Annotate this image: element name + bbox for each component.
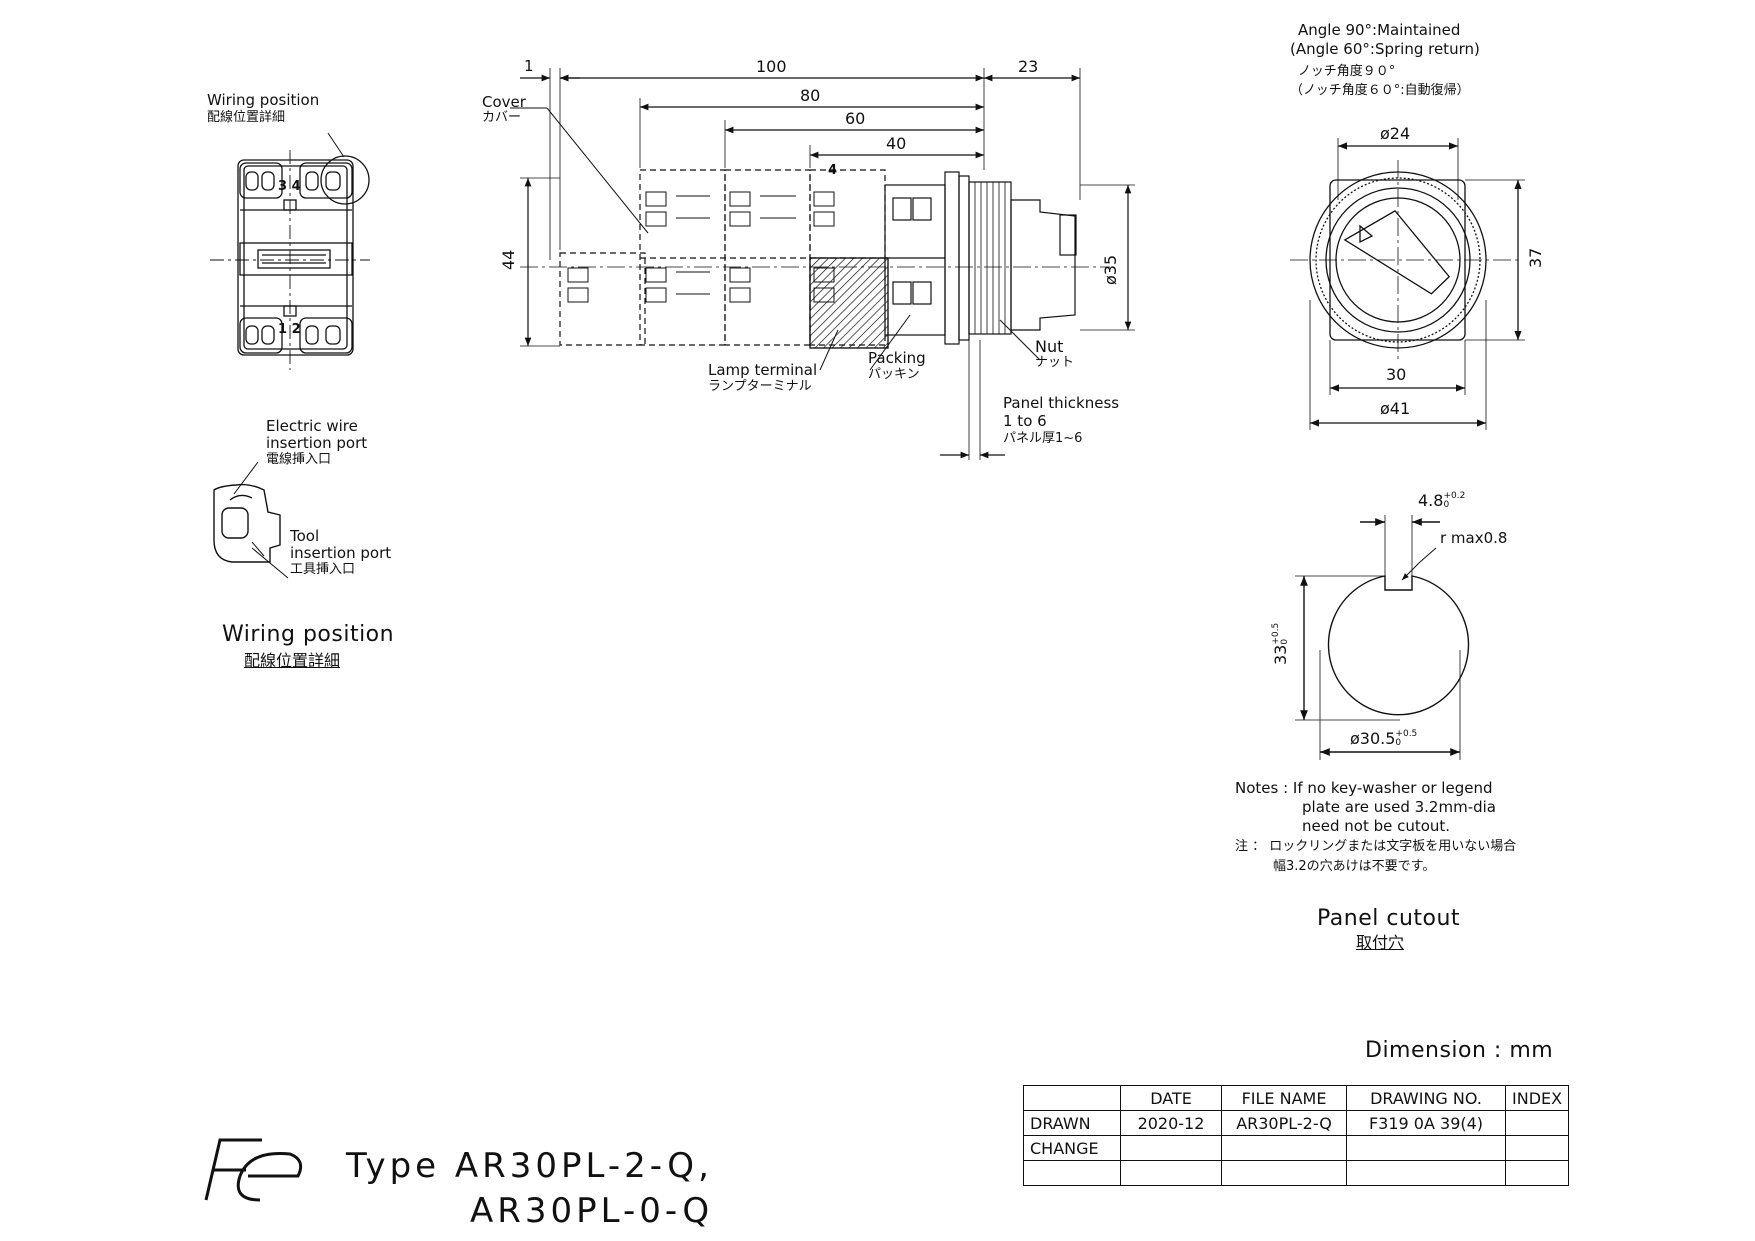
terminal-label-bottom: 1 2	[278, 322, 301, 337]
dim-1: 1	[524, 57, 534, 75]
note-en-3: need not be cutout.	[1302, 817, 1451, 835]
electric-wire-label-jp: 電線挿入口	[266, 452, 332, 467]
angle-label-jp-2: （ノッチ角度６０°:自動復帰）	[1290, 83, 1470, 98]
dim-40: 40	[886, 134, 907, 153]
row-file-name	[1221, 1135, 1347, 1161]
row-date	[1120, 1135, 1222, 1161]
header-cell	[1023, 1085, 1121, 1111]
dim-37: 37	[1526, 247, 1545, 268]
dim-23: 23	[1018, 57, 1039, 76]
row-label: CHANGE	[1023, 1135, 1121, 1161]
packing-label-en: Packing	[868, 349, 926, 367]
cover-label-en: Cover	[482, 93, 526, 111]
wiring-caption-en: Wiring position	[222, 622, 395, 647]
title-block: DATE FILE NAME DRAWING NO. INDEX DRAWN 2…	[1023, 1085, 1570, 1186]
dim-80: 80	[800, 86, 821, 105]
dim-d41: ø41	[1380, 399, 1411, 418]
header-date: DATE	[1120, 1085, 1222, 1111]
fe-logo	[204, 1138, 303, 1202]
row-index	[1504, 1160, 1570, 1186]
cutout-caption-jp: 取付穴	[1356, 933, 1405, 952]
row-label: DRAWN	[1023, 1110, 1121, 1136]
dim-4-8-tol-dn: 0	[1443, 500, 1450, 510]
note-jp-1: 注 ： ロックリングまたは文字板を用いない場合	[1235, 839, 1517, 854]
title-block-row: CHANGE	[1023, 1135, 1570, 1161]
dim-d30-5-tol-dn: 0	[1395, 738, 1402, 748]
logo-text: Fe	[1, 1, 3, 2]
title-block-row	[1023, 1160, 1570, 1186]
dim-44: 44	[499, 249, 518, 270]
side-view	[510, 68, 1135, 460]
note-jp-2: 幅3.2の穴あけは不要です。	[1273, 859, 1436, 874]
electric-wire-label-1: Electric wire	[266, 417, 358, 435]
row-drawing-no	[1346, 1160, 1506, 1186]
row-drawing-no: F319 0A 39(4)	[1346, 1110, 1506, 1136]
terminal-label-top: 3 4	[278, 179, 301, 194]
dim-4-8-value: 4.8	[1418, 491, 1444, 510]
dim-d30-5-tol-up: +0.5	[1395, 729, 1418, 739]
header-drawing-no: DRAWING NO.	[1346, 1085, 1506, 1111]
note-en-1: Notes : If no key-washer or legend	[1235, 779, 1493, 797]
dim-d24: ø24	[1380, 124, 1411, 143]
title-block-header: DATE FILE NAME DRAWING NO. INDEX	[1023, 1085, 1570, 1111]
nut-label-jp: ナット	[1035, 355, 1075, 370]
front-view	[1290, 138, 1525, 430]
row-index	[1504, 1135, 1570, 1161]
lamp-terminal-jp: ランプターミナル	[708, 379, 812, 394]
tool-label-1: Tool	[290, 527, 320, 545]
angle-label-en-1: Angle 90°:Maintained	[1298, 21, 1461, 39]
angle-label-jp-1: ノッチ角度９０°	[1298, 64, 1396, 79]
wiring-callout-jp: 配線位置詳細	[207, 110, 286, 125]
header-file-name: FILE NAME	[1221, 1085, 1347, 1111]
type-line-2: AR30PL-0-Q	[470, 1191, 714, 1231]
panel-thickness-en-2: 1 to 6	[1003, 412, 1047, 430]
row-index	[1504, 1110, 1570, 1136]
row-date: 2020-12	[1120, 1110, 1222, 1136]
panel-thickness-jp: パネル厚1~6	[1003, 431, 1083, 446]
row-label	[1023, 1160, 1121, 1186]
wiring-callout-en: Wiring position	[207, 91, 320, 109]
wiring-caption-jp: 配線位置詳細	[244, 651, 341, 670]
panel-cutout-view	[1295, 515, 1470, 760]
terminal-detail	[213, 461, 289, 579]
nut-label-en: Nut	[1035, 337, 1064, 356]
cutout-caption-en: Panel cutout	[1317, 906, 1461, 931]
header-index: INDEX	[1504, 1085, 1570, 1111]
title-block-row: DRAWN 2020-12 AR30PL-2-Q F319 0A 39(4)	[1023, 1110, 1570, 1136]
dim-30: 30	[1386, 365, 1407, 384]
dim-33-tol-dn: 0	[1280, 638, 1290, 645]
lamp-terminal-en: Lamp terminal	[708, 361, 818, 379]
dim-33-value: 33	[1271, 644, 1290, 665]
terminal-4-label: 4	[828, 163, 838, 178]
packing-label-jp: パッキン	[868, 367, 920, 382]
dimension-unit: Dimension : mm	[1365, 1038, 1554, 1063]
note-en-2: plate are used 3.2mm-dia	[1302, 798, 1496, 816]
dim-100: 100	[756, 57, 787, 76]
angle-label-en-2: (Angle 60°:Spring return)	[1290, 40, 1480, 58]
row-drawing-no	[1346, 1135, 1506, 1161]
type-line-1: Type AR30PL-2-Q,	[346, 1146, 713, 1186]
dim-4-8-tol-up: +0.2	[1443, 491, 1466, 501]
dim-d30-5-value: ø30.5	[1350, 729, 1396, 748]
cover-label-jp: カバー	[482, 110, 522, 125]
dim-60: 60	[845, 109, 866, 128]
panel-thickness-en-1: Panel thickness	[1003, 394, 1120, 412]
row-date	[1120, 1160, 1222, 1186]
r-max-label: r max0.8	[1440, 529, 1508, 547]
row-file-name	[1221, 1160, 1347, 1186]
tool-label-2: insertion port	[290, 544, 392, 562]
dim-d35: ø35	[1101, 254, 1120, 285]
electric-wire-label-2: insertion port	[266, 434, 368, 452]
row-file-name: AR30PL-2-Q	[1221, 1110, 1347, 1136]
tool-label-jp: 工具挿入口	[290, 562, 356, 577]
wiring-block-view	[210, 132, 370, 370]
